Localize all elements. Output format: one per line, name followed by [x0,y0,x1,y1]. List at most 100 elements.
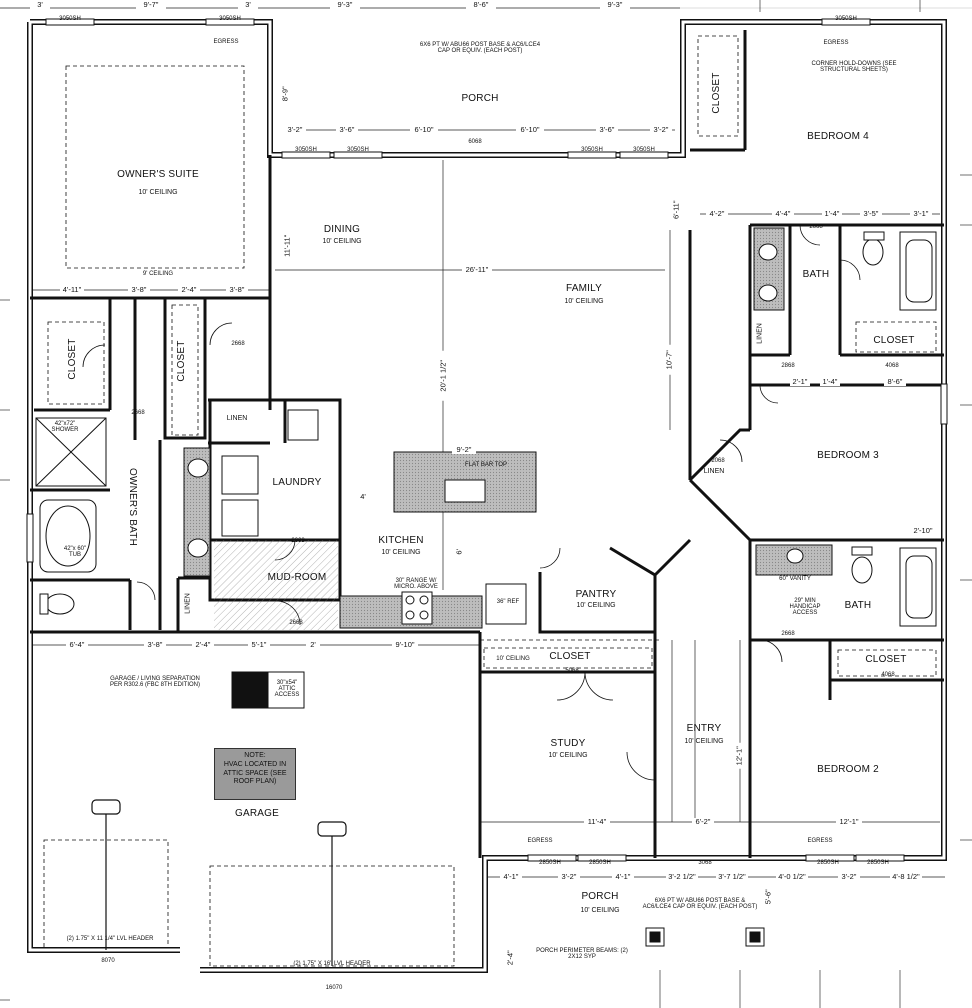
door-tag: 2868 [781,363,795,369]
dimension-label: 2'-4" [178,286,200,294]
porch-post-note: 6X6 PT W/ ABU66 POST BASE & AC6/LCE4 CAP… [419,42,541,54]
dimension-label: 4'-8 1/2" [890,873,922,881]
dimension-label: 6'-4" [66,641,88,649]
study-label: STUDY [550,738,586,749]
dimension-label: 4'-11" [60,286,84,294]
owners-suite-ceiling: 10' CEILING [138,189,178,196]
dimension-label: 3'-7 1/2" [716,873,748,881]
garage-header-left: (2) 1.75" X 11 1/4" LVL HEADER [66,936,154,942]
dimension-label: 2'-1" [790,378,810,386]
door-tag: 6068 [468,139,482,145]
porch-bottom-ceiling: 10' CEILING [580,907,620,914]
dimension-label: 5'-6" [763,886,772,907]
dimension-label: 2'-4" [505,947,514,968]
window-tag: 3050SH [633,147,655,153]
range-label: 30" RANGE W/ MICRO. ABOVE [394,578,438,590]
dimension-label: 3'-2" [558,873,580,881]
bath-bottom-label: BATH [844,600,872,611]
dimension-label: 4'-1" [612,873,634,881]
closet-bed4-label: CLOSET [711,72,722,114]
dimension-label: 3'-2" [838,873,860,881]
dimension-label: 11'-4" [584,818,610,826]
door-openers [91,799,347,966]
porch-posts [645,927,765,947]
egress-owners: EGRESS [213,39,239,45]
dimension-label: 3'-8" [226,286,248,294]
windows [26,18,948,862]
window-tag: 3050SH [347,147,369,153]
window-tag: 3050SH [295,147,317,153]
dimension-label: 6'-2" [692,818,714,826]
bedroom3-label: BEDROOM 3 [817,450,879,461]
dimension-label: 8'-6" [466,1,496,9]
dimension-label: 3'-8" [144,641,166,649]
dimension-label: 3'-5" [860,210,882,218]
bedroom2-label: BEDROOM 2 [817,764,879,775]
door-tag: 2668 [291,538,305,544]
window-tag: 3050SH [219,16,241,22]
dimension-label: 3'-6" [596,126,618,134]
dimension-label: 3'-6" [336,126,358,134]
owners-suite-ceiling2: 9' CEILING [142,271,174,277]
dimension-label: 2' [306,641,320,649]
dimension-label: 9'-10" [392,641,418,649]
window-tag: 2850SH [867,860,889,866]
dimension-label: 1'-4" [820,378,840,386]
dimension-label: 8'-6" [884,378,906,386]
ref-label: 36" REF [496,599,520,605]
porch-post-note-bottom: 6X6 PT W/ ABU66 POST BASE & AC6/LCE4 CAP… [642,898,758,910]
dimension-label: 3' [30,1,50,9]
linen-hall-label: LINEN [703,468,725,475]
owners-bath-label: OWNER'S BATH [127,467,138,546]
exterior-walls-inner [28,20,946,972]
dimension-label: 9'-7" [136,1,166,9]
door-tag: 2668 [781,631,795,637]
door-tag: 5068 [565,668,579,674]
door-tag: 2068 [711,458,725,464]
garage-label: GARAGE [235,808,279,819]
dimension-label: 3'-2" [650,126,672,134]
garage-separation-label: GARAGE / LIVING SEPARATION PER R302.6 (F… [109,676,201,688]
door-tag: 2668 [809,224,823,230]
dimension-label: 8'-9" [280,80,289,107]
attic-access-label: 30"x54" ATTIC ACCESS [274,680,300,698]
closet-owners2-label: CLOSET [176,340,187,382]
window-tag: 2850SH [817,860,839,866]
window-tag: 2850SH [539,860,561,866]
dimension-label: 4' [356,493,370,501]
pantry-label: PANTRY [575,589,617,600]
bath-top-label: BATH [802,269,830,280]
dimension-label: 9'-3" [330,1,360,9]
dimension-label: 4'-2" [706,210,728,218]
closet-owners-label: CLOSET [67,338,78,380]
door-tag: 3068 [698,860,712,866]
egress-study: EGRESS [527,838,553,844]
porch-top-label: PORCH [461,93,499,104]
door-swings [82,224,861,781]
entry-label: ENTRY [686,723,722,734]
window-tag: 3050SH [59,16,81,22]
dimension-label: 2'-10" [910,527,936,535]
closet-bed2-label: CLOSET [865,654,907,665]
dimension-label: 5'-1" [248,641,270,649]
dimension-label: 11'-11" [282,230,291,261]
family-label: FAMILY [565,283,603,294]
dimension-label: 6'-10" [410,126,438,134]
garage-header-right: (2) 1.75" X 16" LVL HEADER [293,961,371,967]
dimension-label: 6'-10" [516,126,544,134]
dimension-label: 4'-4" [772,210,794,218]
dimension-label: 9'-3" [600,1,630,9]
flat-bar-top-label: FLAT BAR TOP [465,462,507,468]
dimension-label: 4'-1" [500,873,522,881]
counters [183,227,833,630]
dimension-label: 20'-1 1/2" [438,350,447,401]
dimension-label: 3' [238,1,258,9]
door-tag: 2668 [231,341,245,347]
closet-entry-ceiling: 10' CEILING [496,656,530,662]
dining-ceiling: 10' CEILING [322,238,362,245]
owners-suite-label: OWNER'S SUITE [117,169,199,180]
fixtures [35,231,937,709]
window-tag: 2850SH [589,860,611,866]
